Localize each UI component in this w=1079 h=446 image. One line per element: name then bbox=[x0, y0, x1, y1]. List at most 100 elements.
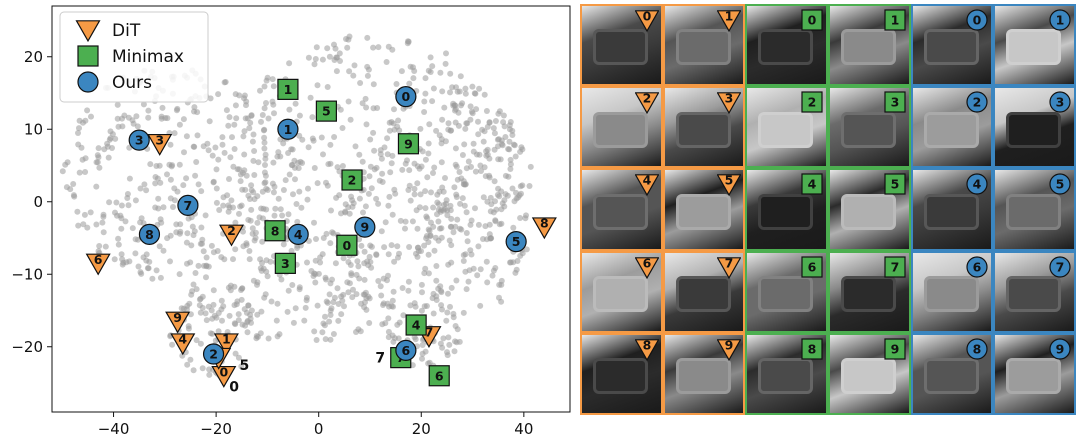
ours-point-3: 3 bbox=[128, 129, 150, 151]
background-point bbox=[448, 242, 455, 249]
background-point bbox=[470, 140, 477, 147]
background-point bbox=[224, 192, 231, 199]
sample-image-dit-1: 1 bbox=[662, 4, 746, 87]
background-point bbox=[446, 341, 453, 348]
background-point bbox=[64, 159, 71, 166]
minimax-point-0: 0 bbox=[336, 234, 358, 256]
background-point bbox=[415, 248, 422, 255]
background-point bbox=[406, 182, 413, 189]
background-point bbox=[382, 320, 389, 327]
radio-body-shape bbox=[841, 193, 897, 230]
background-point bbox=[465, 158, 472, 165]
sample-image-dit-7: 7 bbox=[662, 250, 746, 333]
image-badge-ours-7: 7 bbox=[1049, 255, 1071, 278]
y-tick-label: −20 bbox=[11, 338, 43, 356]
ours-point-4: 4 bbox=[287, 223, 309, 245]
sample-image-ours-0: 0 bbox=[910, 4, 994, 87]
background-point bbox=[429, 63, 436, 70]
background-point bbox=[290, 191, 296, 198]
minimax-point-9: 9 bbox=[397, 133, 420, 155]
radio-body-shape bbox=[675, 111, 731, 148]
background-point bbox=[249, 230, 256, 237]
sample-image-dit-9: 9 bbox=[662, 332, 746, 415]
background-point bbox=[360, 209, 366, 216]
background-point bbox=[422, 188, 429, 195]
radio-photo bbox=[995, 170, 1074, 249]
image-badge: 6 bbox=[634, 255, 659, 279]
background-point bbox=[424, 174, 431, 181]
background-point bbox=[93, 183, 100, 190]
background-point bbox=[132, 236, 139, 243]
background-point bbox=[257, 256, 264, 263]
background-point bbox=[272, 205, 279, 212]
background-point bbox=[63, 184, 70, 191]
background-point bbox=[349, 203, 356, 210]
background-point bbox=[81, 211, 88, 218]
background-point bbox=[185, 323, 192, 330]
dit-point-2-shape bbox=[218, 224, 245, 247]
background-point bbox=[263, 206, 270, 213]
background-point bbox=[206, 371, 213, 378]
radio-body-shape bbox=[758, 111, 814, 148]
sample-image-minimax-4: 4 bbox=[745, 168, 828, 251]
background-point bbox=[100, 213, 107, 220]
background-point bbox=[353, 329, 359, 335]
background-point bbox=[169, 341, 176, 348]
background-point bbox=[264, 273, 271, 280]
radio-body-shape bbox=[758, 276, 814, 312]
background-point bbox=[213, 199, 220, 206]
background-point bbox=[280, 241, 287, 248]
background-point bbox=[286, 106, 293, 113]
background-point bbox=[438, 302, 445, 309]
image-badge-minimax-1-shape bbox=[884, 9, 906, 31]
background-point bbox=[305, 185, 311, 192]
background-point bbox=[109, 145, 115, 151]
background-point bbox=[419, 342, 426, 348]
background-point bbox=[314, 180, 321, 187]
background-point bbox=[171, 130, 178, 137]
minimax-point-6: 6 bbox=[428, 365, 450, 387]
background-point bbox=[330, 331, 337, 337]
background-point bbox=[291, 157, 298, 164]
image-badge: 3 bbox=[717, 91, 742, 115]
y-tick-label: 0 bbox=[33, 193, 43, 211]
background-point bbox=[232, 246, 239, 253]
background-point bbox=[191, 104, 198, 111]
background-point bbox=[511, 142, 518, 149]
background-point bbox=[460, 258, 467, 264]
background-point bbox=[203, 274, 209, 281]
background-point bbox=[458, 102, 464, 109]
background-point bbox=[262, 162, 268, 168]
background-point bbox=[490, 125, 497, 132]
background-point bbox=[404, 40, 411, 47]
background-point bbox=[250, 189, 257, 196]
background-point bbox=[269, 98, 276, 105]
background-point bbox=[334, 285, 341, 292]
background-point bbox=[124, 191, 131, 197]
sample-image-ours-2: 2 bbox=[910, 86, 994, 169]
background-point bbox=[414, 180, 421, 187]
background-point bbox=[448, 284, 455, 291]
background-point bbox=[323, 276, 329, 283]
image-badge-ours-4: 4 bbox=[966, 173, 988, 195]
dit-point-7-label: 7 bbox=[425, 324, 434, 339]
background-point bbox=[305, 54, 312, 61]
image-badge-ours-1: 1 bbox=[1049, 9, 1071, 31]
background-point bbox=[296, 112, 303, 119]
background-point bbox=[171, 185, 178, 192]
background-point bbox=[426, 359, 433, 366]
background-point bbox=[212, 144, 219, 151]
background-point bbox=[417, 125, 424, 132]
background-point bbox=[180, 116, 187, 123]
sample-image-dit-5: 5 bbox=[662, 168, 746, 251]
background-point bbox=[377, 147, 384, 154]
image-badge: 3 bbox=[884, 91, 906, 113]
background-point bbox=[433, 263, 440, 269]
background-point bbox=[286, 171, 293, 178]
background-point bbox=[407, 63, 414, 70]
background-point bbox=[111, 256, 118, 263]
background-point bbox=[484, 279, 491, 286]
dit-point-8-label: 8 bbox=[540, 216, 549, 231]
background-point bbox=[265, 115, 272, 122]
background-point bbox=[389, 46, 396, 53]
